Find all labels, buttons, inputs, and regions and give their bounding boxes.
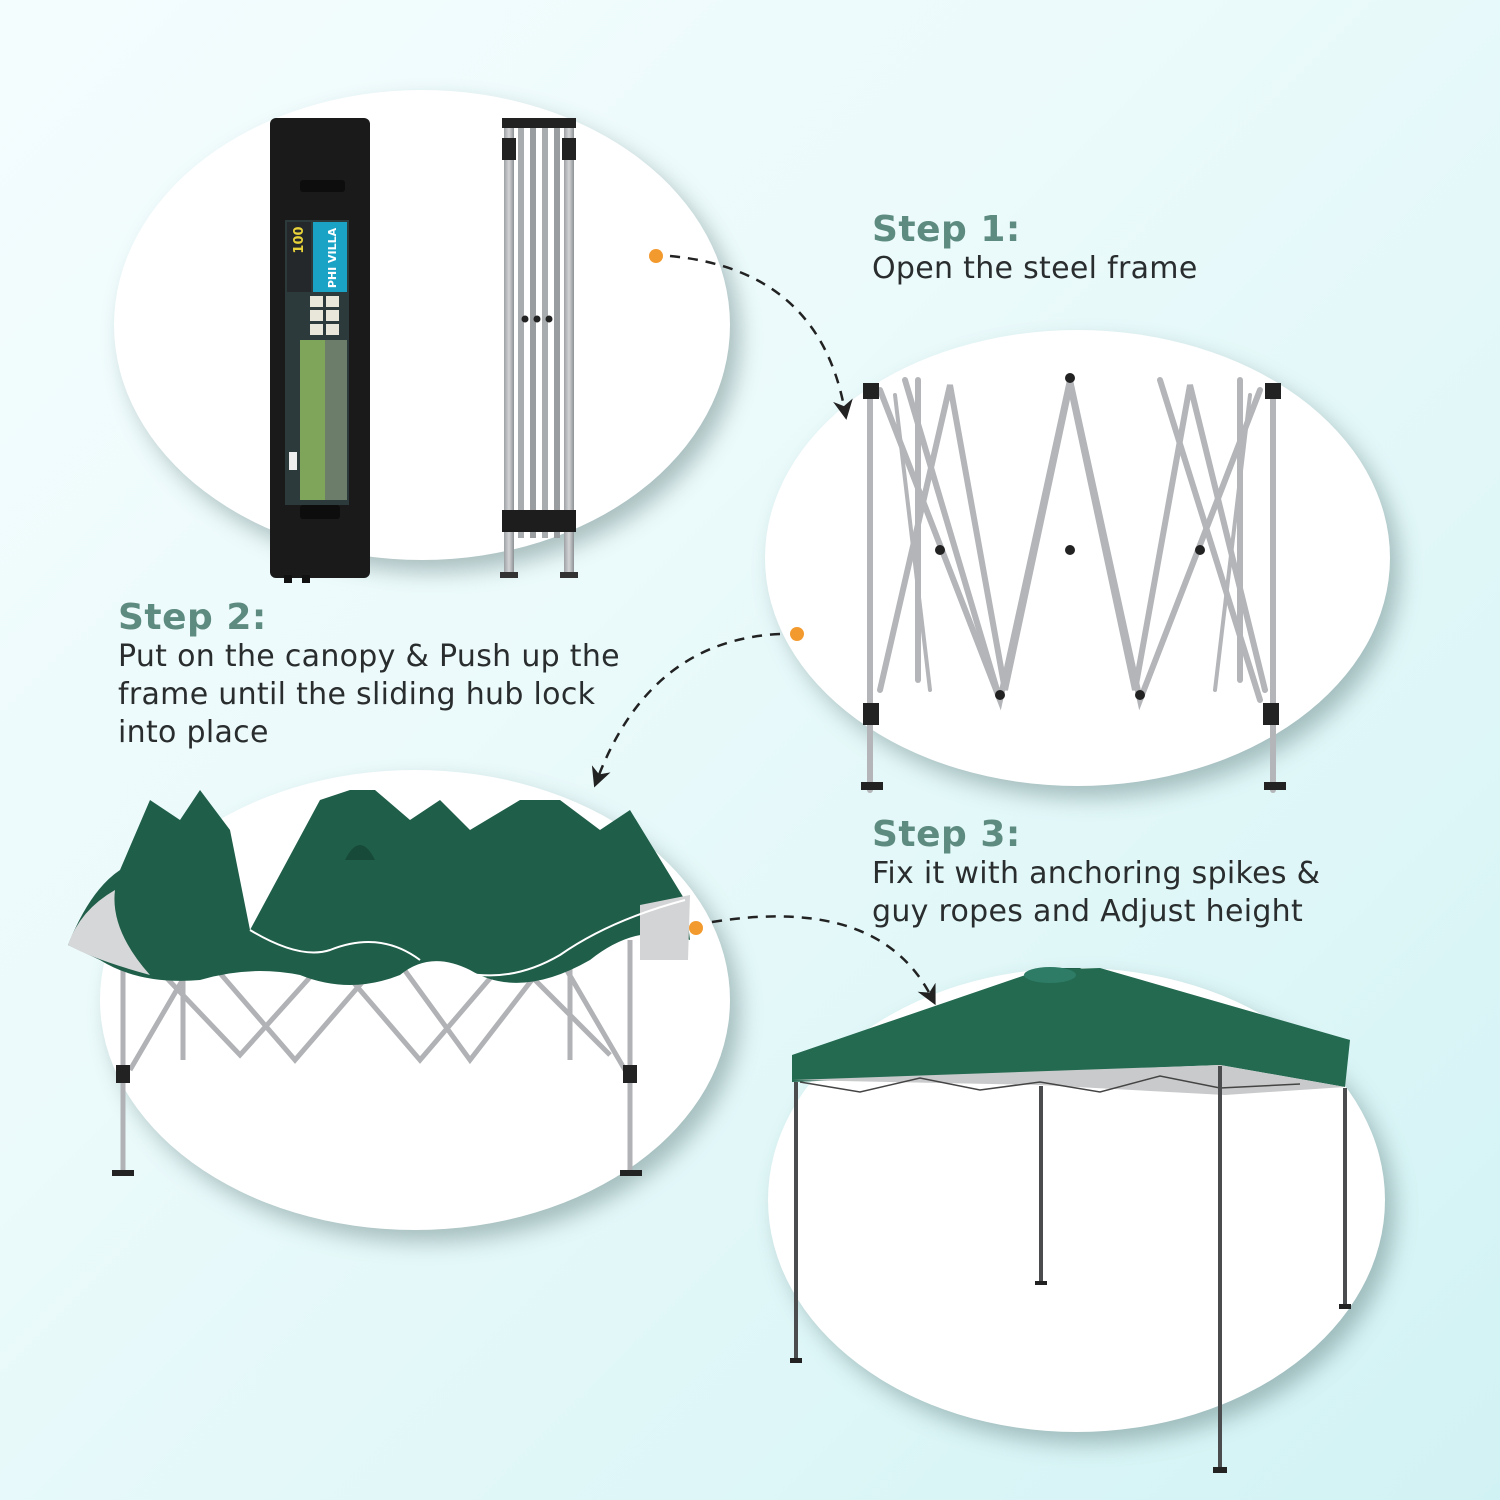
step-0-illustration-bubble [114, 90, 730, 560]
step-2-block: Step 2: Put on the canopy & Push up the … [118, 598, 678, 752]
step-2-description: Put on the canopy & Push up the frame un… [118, 639, 620, 750]
step-1-block: Step 1: Open the steel frame [872, 210, 1432, 288]
step-3-heading: Step 3: [872, 814, 1021, 855]
feature-icons [310, 296, 339, 335]
loose-canopy-joints [112, 1065, 642, 1176]
carry-bag [270, 118, 370, 583]
step-1-heading: Step 1: [872, 209, 1021, 250]
arrow-to-step-1 [669, 254, 853, 420]
arrow-to-step-3 [711, 915, 936, 1006]
step-1-description: Open the steel frame [872, 251, 1198, 286]
step-2-heading: Step 2: [118, 597, 267, 638]
step-2-marker-dot [790, 627, 804, 641]
step-3-block: Step 3: Fix it with anchoring spikes & g… [872, 815, 1432, 931]
loose-canopy-fabric [68, 790, 690, 985]
step-3-marker-dot [689, 921, 703, 935]
assembled-canopy [790, 967, 1351, 1473]
frame-hinges [861, 373, 1286, 790]
step-1-illustration-bubble [765, 330, 1390, 786]
brand-label-panel [313, 222, 347, 292]
bag-size-text: 100 [292, 226, 307, 253]
folded-frame [500, 118, 578, 578]
step-3-description: Fix it with anchoring spikes & guy ropes… [872, 856, 1321, 929]
step-1-marker-dot [649, 249, 663, 263]
bag-brand-text: PHI VILLA [326, 227, 339, 288]
